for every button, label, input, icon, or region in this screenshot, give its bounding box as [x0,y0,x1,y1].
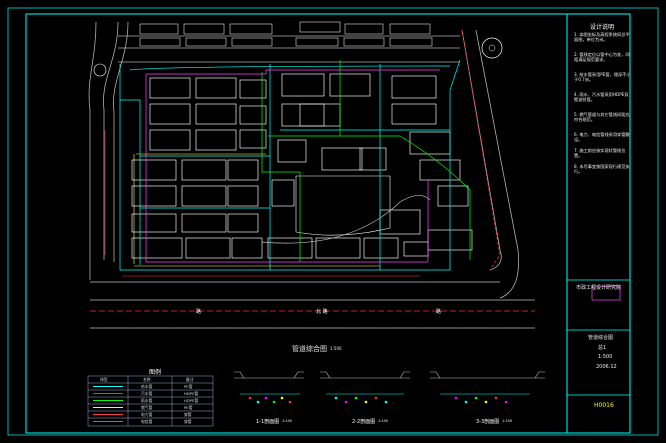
drawing-title: 管道综合图 [292,345,327,353]
section-1-scale: 1:100 [282,419,293,423]
legend-table [87,375,214,427]
drawing-number: H0016 [594,402,614,409]
legend-name: 电信管 [141,419,153,424]
section-2-title: 2-2剖面图 [352,419,376,425]
section-2-pipes [334,396,388,404]
water-pipes [119,59,461,271]
roundabout [481,37,503,59]
tb-scale: 1:500 [598,354,613,360]
section-3 [430,371,545,395]
note-item: 3. 给水管采用PE管，埋深不小于0.7米。 [574,72,631,83]
south-road-label: 北 路 [316,309,328,315]
section-3-title: 3-3剖面图 [476,419,500,425]
approval-stamp [591,285,621,301]
power-pipes [104,130,420,277]
roundabout-center [488,44,496,52]
note-item: 1. 本图坐标及高程系统同总平面图，单位为米。 [574,32,630,43]
section-3-scale: 1:100 [502,419,513,423]
section-1-title: 1-1剖面图 [256,419,280,425]
legend-header: 名称 [143,377,151,382]
outer-frame [7,7,659,436]
west-road [88,21,129,280]
rain-pipes [261,60,471,262]
legend-note: HDPE管 [184,391,199,396]
road-label-left: 路 [196,309,202,315]
legend-note: 穿管 [184,419,192,424]
legend-note: PE管 [184,384,193,389]
company-name: 市政工程设计研究院 [576,285,622,291]
tb-version: 2006.12 [596,364,617,370]
note-item: 8. 未尽事宜按国家现行规范执行。 [574,164,630,175]
section-2-scale: 1:100 [378,419,389,423]
curved-walk [261,195,431,244]
section-1 [234,371,304,395]
gas-pipes [133,153,380,267]
note-item: 5. 燃气管道与其它管线间距应符合规范。 [574,112,630,123]
legend-name: 雨水管 [141,398,153,403]
notes-title: 设计说明 [590,24,615,31]
road-label-right: 路 [436,309,442,315]
note-item: 6. 电力、电信管线采用穿管敷设。 [574,132,630,143]
central-plaza [295,175,391,236]
north-road [118,35,460,63]
legend-swatches [93,386,123,422]
legend-name: 给水管 [141,384,153,389]
section-1-pipes [248,396,292,404]
legend-note: 穿管 [184,412,192,417]
legend-name: 污水管 [141,391,153,396]
legend-name: 电力管 [141,412,153,417]
note-item: 7. 施工前应核实现状管线位置。 [574,148,626,159]
east-road [461,29,519,299]
note-item: 2. 管线定位以管中心为准，间距满足规范要求。 [574,52,630,63]
legend-header: 备注 [186,377,194,382]
legend-note: HDPE管 [184,398,199,403]
note-item: 4. 雨水、污水管采用HDPE双壁波纹管。 [574,92,629,103]
north-arrow-icon [93,63,107,77]
legend-header: 线型 [100,377,108,382]
tb-project: 管道综合图 [588,335,614,341]
tb-sheet: 总1 [598,345,607,351]
sewer-pipes [145,69,440,263]
section-3-pipes [454,396,508,404]
north-buildings [139,21,433,47]
south-road [90,281,535,329]
legend-note: PE管 [184,405,193,410]
legend-name: 燃气管 [141,405,153,410]
drawing-scale: 1:500 [330,346,342,351]
legend-title: 图例 [149,369,162,376]
site-boundary [461,29,501,271]
section-2 [320,371,410,395]
inner-frame [25,13,631,434]
site-buildings [131,73,473,259]
